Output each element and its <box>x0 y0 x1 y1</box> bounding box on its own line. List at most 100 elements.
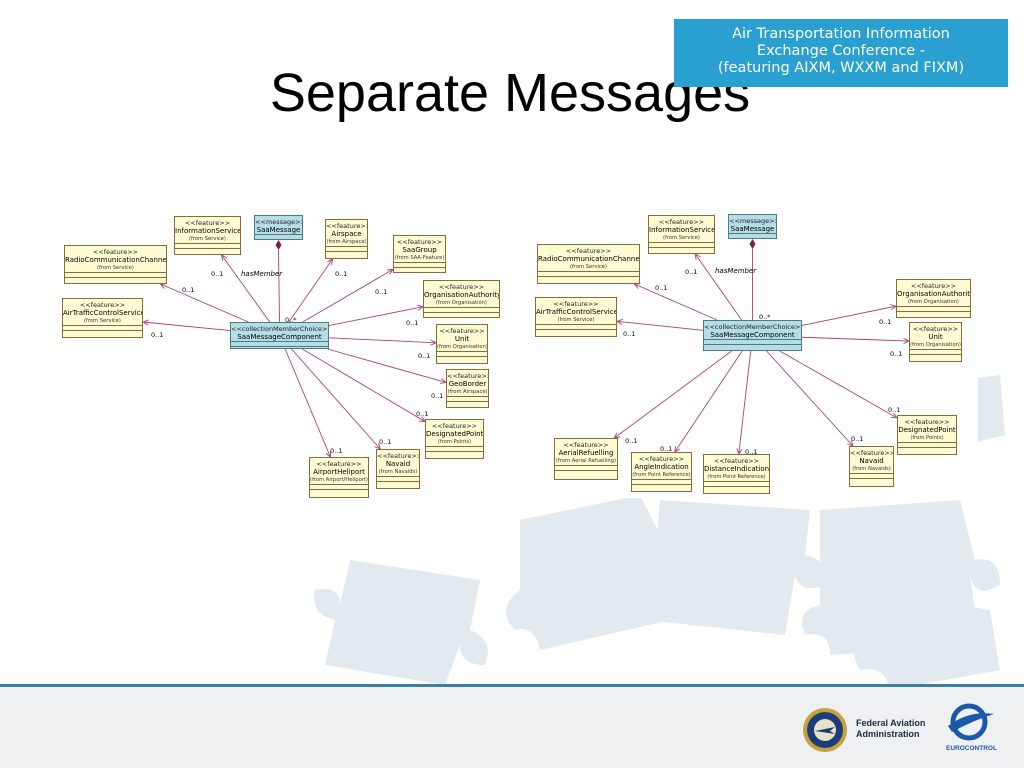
compartment-divider <box>897 311 970 312</box>
multiplicity-label: 0..1 <box>182 286 195 294</box>
class-origin: (from SAA-Feature) <box>394 255 445 261</box>
class-origin: (from Service) <box>570 264 607 270</box>
multiplicity-label: 0..1 <box>379 438 392 446</box>
class-name: OrganisationAuthority <box>424 291 500 299</box>
class-origin: (from Organisation) <box>437 344 488 350</box>
compartment-divider <box>850 478 893 479</box>
compartment-divider <box>175 243 240 244</box>
compartment-divider <box>231 341 328 342</box>
compartment-divider <box>394 262 445 263</box>
class-name: Navaid <box>859 457 884 465</box>
multiplicity-label: 0..1 <box>151 331 164 339</box>
compartment-divider <box>632 479 691 480</box>
association-line <box>327 348 447 383</box>
compartment-divider <box>377 481 419 482</box>
association-line <box>221 254 271 323</box>
multiplicity-label: 0..1 <box>879 318 892 326</box>
class-origin: (from Points) <box>437 439 472 445</box>
class-stereotype: <<feature>> <box>439 327 485 335</box>
class-name: OrganisationAuthority <box>897 290 971 298</box>
uml-class-navaid: <<feature>>Navaid(from Navaids) <box>849 446 894 487</box>
multiplicity-label: 0..1 <box>685 268 698 276</box>
class-stereotype: <<feature>> <box>447 372 489 380</box>
multiplicity-label: 0..1 <box>888 406 901 414</box>
uml-class-airspace: <<feature>>Airspace(from Airspace) <box>325 219 368 259</box>
compartment-divider <box>65 277 166 278</box>
class-name: RadioCommunicationChannel <box>65 256 167 264</box>
association-line <box>616 320 704 331</box>
multiplicity-label: 0..1 <box>890 350 903 358</box>
uml-class-unit: <<feature>>Unit(from Organisation) <box>436 324 488 364</box>
compartment-divider <box>437 351 487 352</box>
compartment-divider <box>65 272 166 273</box>
compartment-divider <box>63 330 142 331</box>
multiplicity-label: 0..1 <box>211 270 224 278</box>
compartment-divider <box>649 247 714 248</box>
compartment-divider <box>910 354 961 355</box>
class-stereotype: <<collectionMemberChoice>> <box>231 325 329 333</box>
compartment-divider <box>704 339 801 340</box>
faa-seal-icon <box>803 708 847 752</box>
multiplicity-label: 0..* <box>759 313 771 321</box>
class-stereotype: <<feature>> <box>850 449 894 457</box>
class-stereotype: <<feature>> <box>431 422 478 430</box>
association-line <box>160 283 249 323</box>
class-name: AirTrafficControlService <box>536 308 617 316</box>
compartment-divider <box>326 246 367 247</box>
eurocontrol-label: EUROCONTROL <box>946 745 997 752</box>
class-name: AngleIndication <box>634 463 689 471</box>
association-line <box>302 348 426 422</box>
uml-class-saamessagecomponent: <<collectionMemberChoice>>SaaMessageComp… <box>703 320 802 351</box>
class-stereotype: <<feature>> <box>438 283 485 291</box>
uml-class-angleindication: <<feature>>AngleIndication(from Point Re… <box>631 452 692 492</box>
uml-class-navaid: <<feature>>Navaid(from Navaids) <box>376 449 420 489</box>
compartment-divider <box>424 312 499 313</box>
multiplicity-label: 0..1 <box>406 319 419 327</box>
class-origin: (from Service) <box>557 317 595 323</box>
class-origin: (from Airspace) <box>447 389 488 395</box>
class-stereotype: <<feature>> <box>377 452 420 460</box>
multiplicity-label: 0..1 <box>330 447 343 455</box>
uml-class-saagroup: <<feature>>SaaGroup(from SAA-Feature) <box>393 235 446 273</box>
compartment-divider <box>729 233 776 234</box>
class-name: Unit <box>928 333 943 341</box>
multiplicity-label: 0..1 <box>416 410 429 418</box>
association-line <box>801 305 897 326</box>
multiplicity-label: 0..1 <box>375 288 388 296</box>
class-name: Navaid <box>385 460 411 468</box>
association-line <box>614 350 732 439</box>
class-name: InformationService <box>649 226 715 234</box>
class-stereotype: <<feature>> <box>79 301 126 309</box>
class-stereotype: <<feature>> <box>565 247 612 255</box>
class-name: AirportHeliport <box>313 468 365 476</box>
compartment-divider <box>63 325 142 326</box>
class-name: Airspace <box>331 230 362 238</box>
class-stereotype: <<feature>> <box>184 219 231 227</box>
compartment-divider <box>704 344 801 345</box>
association-arrowhead <box>327 258 334 265</box>
class-origin: (from Points) <box>910 435 944 441</box>
class-stereotype: <<feature>> <box>912 325 959 333</box>
banner-line: (featuring AIXM, WXXM and FIXM) <box>717 60 965 76</box>
class-name: DesignatedPoint <box>426 430 484 438</box>
class-stereotype: <<feature>> <box>713 457 760 465</box>
compartment-divider <box>729 238 776 239</box>
compartment-divider <box>426 446 483 447</box>
uml-class-geoborder: <<feature>>GeoBorder(from Airspace) <box>446 369 489 408</box>
class-name: GeoBorder <box>448 380 487 388</box>
class-name: DesignatedPoint <box>898 426 956 434</box>
multiplicity-label: 0..1 <box>418 352 431 360</box>
uml-class-airtrafficcontrolservice: <<feature>>AirTrafficControlService(from… <box>535 297 617 337</box>
footer-divider <box>0 684 1024 687</box>
association-line <box>738 350 752 455</box>
class-name: SaaMessage <box>256 226 301 234</box>
class-stereotype: <<feature>> <box>910 282 957 290</box>
compartment-divider <box>255 234 302 235</box>
conference-banner: Air Transportation Information Exchange … <box>674 19 1008 87</box>
class-stereotype: <<feature>> <box>638 455 685 463</box>
class-stereotype: <<collectionMemberChoice>> <box>704 323 802 331</box>
association-line <box>142 321 231 332</box>
uml-class-distanceindication: <<feature>>DistanceIndication(from Point… <box>703 454 770 494</box>
class-name: SaaMessageComponent <box>237 333 322 341</box>
